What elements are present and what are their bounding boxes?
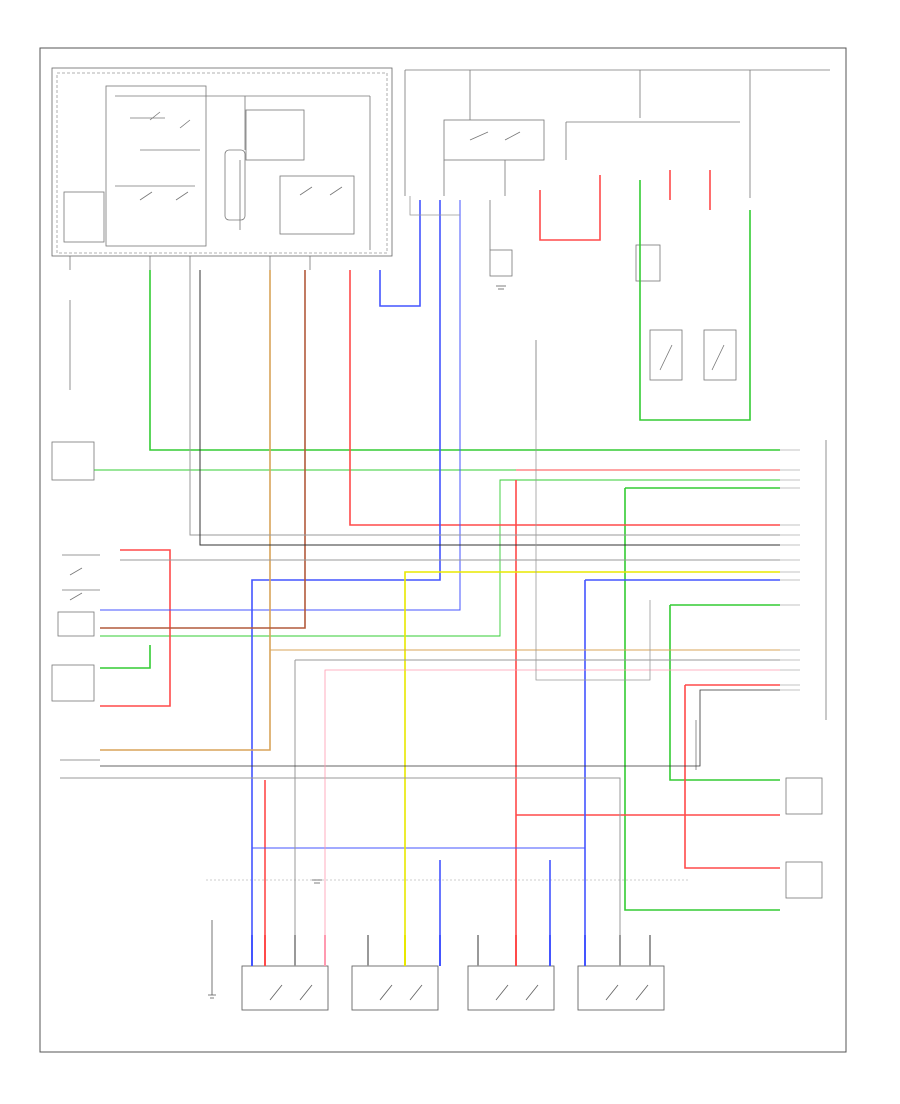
relay-block — [404, 69, 830, 420]
motor-connectors — [251, 935, 651, 966]
wire-gray-1 — [189, 270, 780, 536]
master-switch-block — [51, 67, 393, 270]
wire-red-7 — [516, 684, 780, 869]
wire-blue-6 — [439, 860, 551, 935]
left-switches — [51, 300, 100, 779]
motor-rear-right — [577, 965, 665, 1011]
wire-green-6 — [639, 180, 751, 421]
wire-green-5 — [669, 604, 780, 781]
wire-gray-4 — [100, 777, 621, 935]
motor-front-right — [351, 965, 439, 1011]
wire-gray-6 — [409, 196, 460, 216]
wires — [94, 170, 780, 935]
wire-green-3 — [624, 487, 780, 911]
motor-front-left — [241, 965, 329, 1011]
door-motors — [206, 879, 690, 1011]
wire-green-7 — [100, 645, 151, 669]
wire-blue-4 — [584, 579, 780, 935]
outer-frame — [39, 47, 847, 1053]
wire-green-1 — [149, 270, 780, 451]
wire-black-2 — [100, 689, 780, 767]
wire-gray-3 — [294, 659, 780, 935]
wire-brown-1 — [100, 270, 306, 629]
wire-blue-1 — [379, 200, 421, 307]
wire-red-6 — [669, 170, 711, 210]
wire-black-1 — [199, 270, 780, 546]
wire-blue-3 — [100, 200, 461, 611]
ground-symbols — [208, 285, 506, 999]
motor-rear-left — [467, 965, 555, 1011]
right-connector-ticks — [780, 449, 800, 691]
wire-gray-5 — [535, 420, 651, 681]
wire-blue-2 — [251, 200, 441, 935]
wire-red-1 — [349, 270, 780, 526]
right-switches — [695, 440, 827, 899]
wire-pink-1 — [324, 669, 780, 935]
wire-tan-1 — [100, 270, 271, 751]
wire-red-5 — [539, 175, 601, 241]
wire-yellow-1 — [404, 571, 780, 935]
wire-green-4 — [100, 479, 780, 637]
